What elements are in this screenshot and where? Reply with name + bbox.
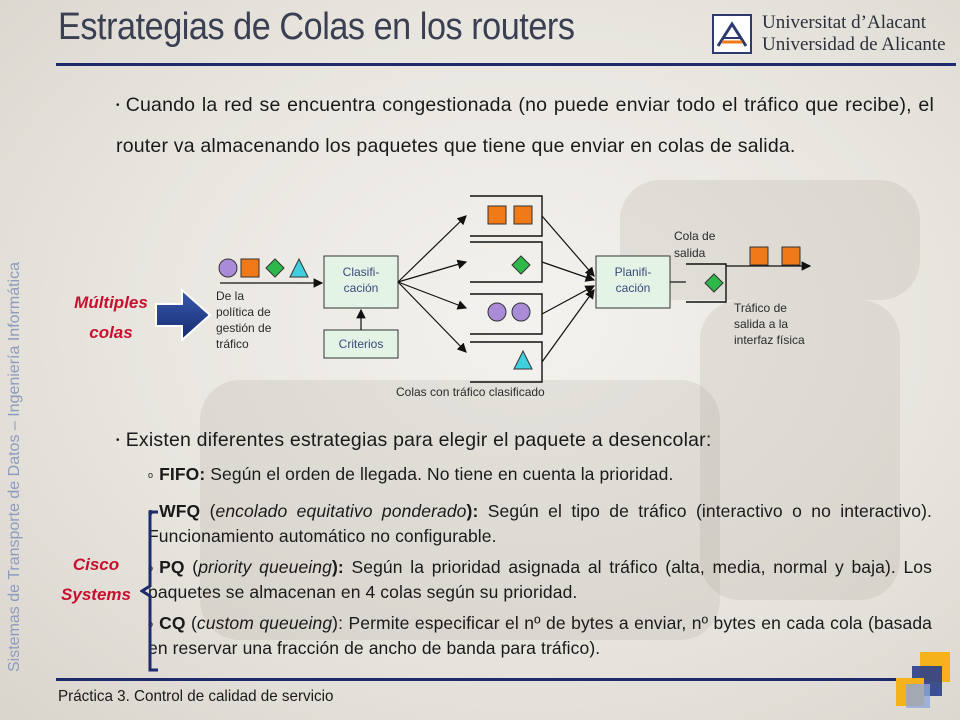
footer-text: Práctica 3. Control de calidad de servic…	[58, 688, 334, 705]
packet-square-orange	[240, 258, 260, 278]
criteria-label: Criterios	[339, 337, 384, 351]
cq-text: Permite especificar el nº de bytes a env…	[148, 613, 932, 659]
cisco-label: Cisco Systems	[48, 550, 144, 610]
brace-icon	[140, 510, 158, 672]
packet-circle-purple	[218, 258, 238, 278]
scheduler-box	[595, 255, 671, 309]
university-logo-icon	[712, 14, 752, 54]
pq-open: (	[184, 557, 199, 577]
strategy-fifo: o FIFO: Según el orden de llegada. No tie…	[148, 462, 932, 487]
output-packet-orange	[781, 246, 801, 266]
input-label-2: política de	[216, 305, 271, 319]
cisco-line-1: Cisco	[72, 555, 120, 574]
queue-2-packet-green	[511, 255, 531, 275]
output-queue	[686, 263, 727, 303]
strategies-intro: • Existen diferentes estrategias para ele…	[116, 420, 934, 461]
input-label-4: tráfico	[216, 337, 249, 351]
intro-paragraph: •Cuando la red se encuentra congestionad…	[116, 85, 934, 166]
cq-expansion: custom queueing	[196, 613, 333, 633]
pq-close: ):	[331, 557, 352, 577]
queue-diagram: De la política de gestión de tráfico Cla…	[216, 195, 812, 399]
bullet-icon: •	[116, 99, 120, 111]
wfq-open: (	[200, 501, 216, 521]
footer-divider	[56, 678, 896, 681]
output-label-1: Tráfico de	[734, 301, 787, 315]
wfq-expansion: encolado equitativo ponderado	[215, 501, 467, 521]
list-marker-icon: o	[148, 470, 154, 481]
scheduler-label-1: Planifi-	[615, 265, 652, 279]
wfq-name: WFQ	[159, 501, 201, 521]
page-title: Estrategias de Colas en los routers	[58, 6, 575, 48]
classify-label-1: Clasifi-	[343, 265, 380, 279]
university-logo: Universitat d’Alacant Universidad de Ali…	[712, 12, 952, 58]
output-label-2: salida a la	[734, 317, 788, 331]
output-queue-label-2: salida	[674, 246, 706, 260]
output-packet-orange	[749, 246, 769, 266]
queue-1-packet-orange	[487, 205, 507, 225]
input-label-3: gestión de	[216, 321, 272, 335]
logo-line-1: Universitat d’Alacant	[762, 12, 927, 33]
output-label-3: interfaz física	[734, 333, 805, 347]
queue-4	[470, 341, 543, 383]
decorative-squares-icon	[896, 652, 950, 708]
right-arrow-icon	[155, 287, 212, 343]
scheduler-label-2: cación	[616, 281, 651, 295]
queue-1-packet-orange	[513, 205, 533, 225]
input-label-1: De la	[216, 289, 244, 303]
queue-4-packet-cyan	[513, 349, 533, 370]
intro-text: Cuando la red se encuentra congestionada…	[116, 94, 934, 157]
pq-expansion: priority queueing	[198, 557, 332, 577]
output-queue-label-1: Cola de	[674, 229, 716, 243]
cq-open: (	[185, 613, 197, 633]
strategies-intro-text: Existen diferentes estrategias para eleg…	[125, 429, 712, 451]
packet-triangle-cyan	[289, 257, 309, 278]
wfq-text: Según el tipo de tráfico (interactivo o …	[148, 501, 932, 547]
fifo-text: Según el orden de llegada. No tiene en c…	[205, 464, 674, 484]
queue-2	[470, 241, 543, 283]
cisco-line-2: Systems	[61, 585, 131, 604]
bullet-icon: •	[116, 434, 120, 446]
pq-name: PQ	[159, 557, 185, 577]
classify-label-2: cación	[344, 281, 379, 295]
packet-diamond-green	[265, 258, 285, 278]
cq-close: ):	[332, 613, 349, 633]
logo-line-2: Universidad de Alicante	[762, 34, 946, 55]
output-queue-packet-green	[704, 273, 724, 293]
multiple-line-1: Múltiples	[74, 293, 148, 312]
cq-name: CQ	[159, 613, 186, 633]
title-divider	[56, 63, 956, 66]
queue-3-packet-purple	[487, 302, 507, 322]
wfq-close: ):	[466, 501, 488, 521]
multiple-line-2: colas	[89, 323, 133, 342]
multiple-queues-label: Múltiples colas	[56, 288, 166, 348]
queues-caption: Colas con tráfico clasificado	[396, 385, 545, 399]
fifo-name: FIFO:	[159, 464, 206, 484]
queue-3-packet-purple	[511, 302, 531, 322]
criteria-box	[323, 329, 399, 359]
pq-text: Según la prioridad asignada al tráfico (…	[148, 557, 932, 603]
sidebar-vertical-text: Sistemas de Transporte de Datos – Ingeni…	[6, 262, 23, 672]
